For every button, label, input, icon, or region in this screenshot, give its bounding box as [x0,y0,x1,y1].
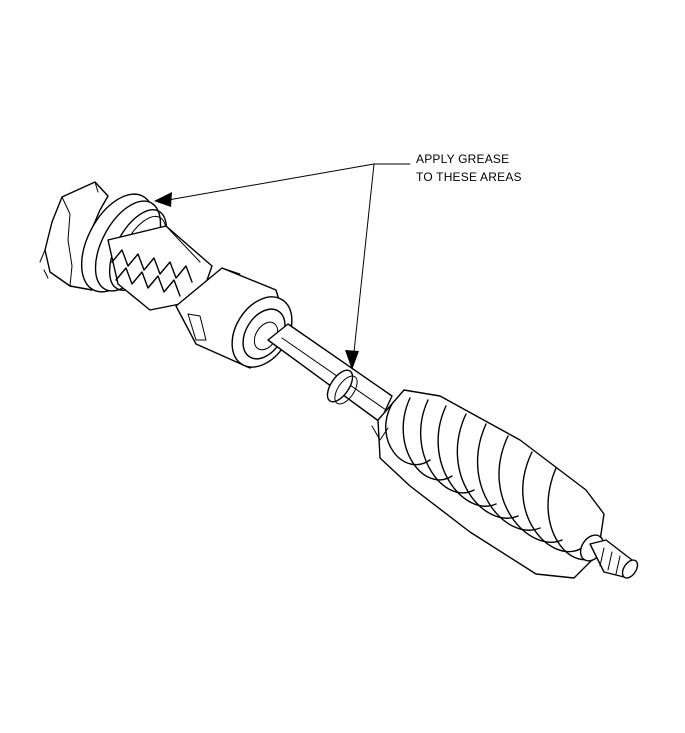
arrowhead-left-icon [154,192,172,207]
rubber-boot [371,389,605,579]
grease-callout-leader [154,163,411,370]
tie-rod-shaft [267,323,393,423]
steering-rack [107,225,213,311]
threaded-stud [579,534,639,579]
arrowhead-down-icon [345,350,359,370]
callout-line-2: TO THESE AREAS [416,170,522,184]
callout-line-1: APPLY GREASE [416,152,509,166]
